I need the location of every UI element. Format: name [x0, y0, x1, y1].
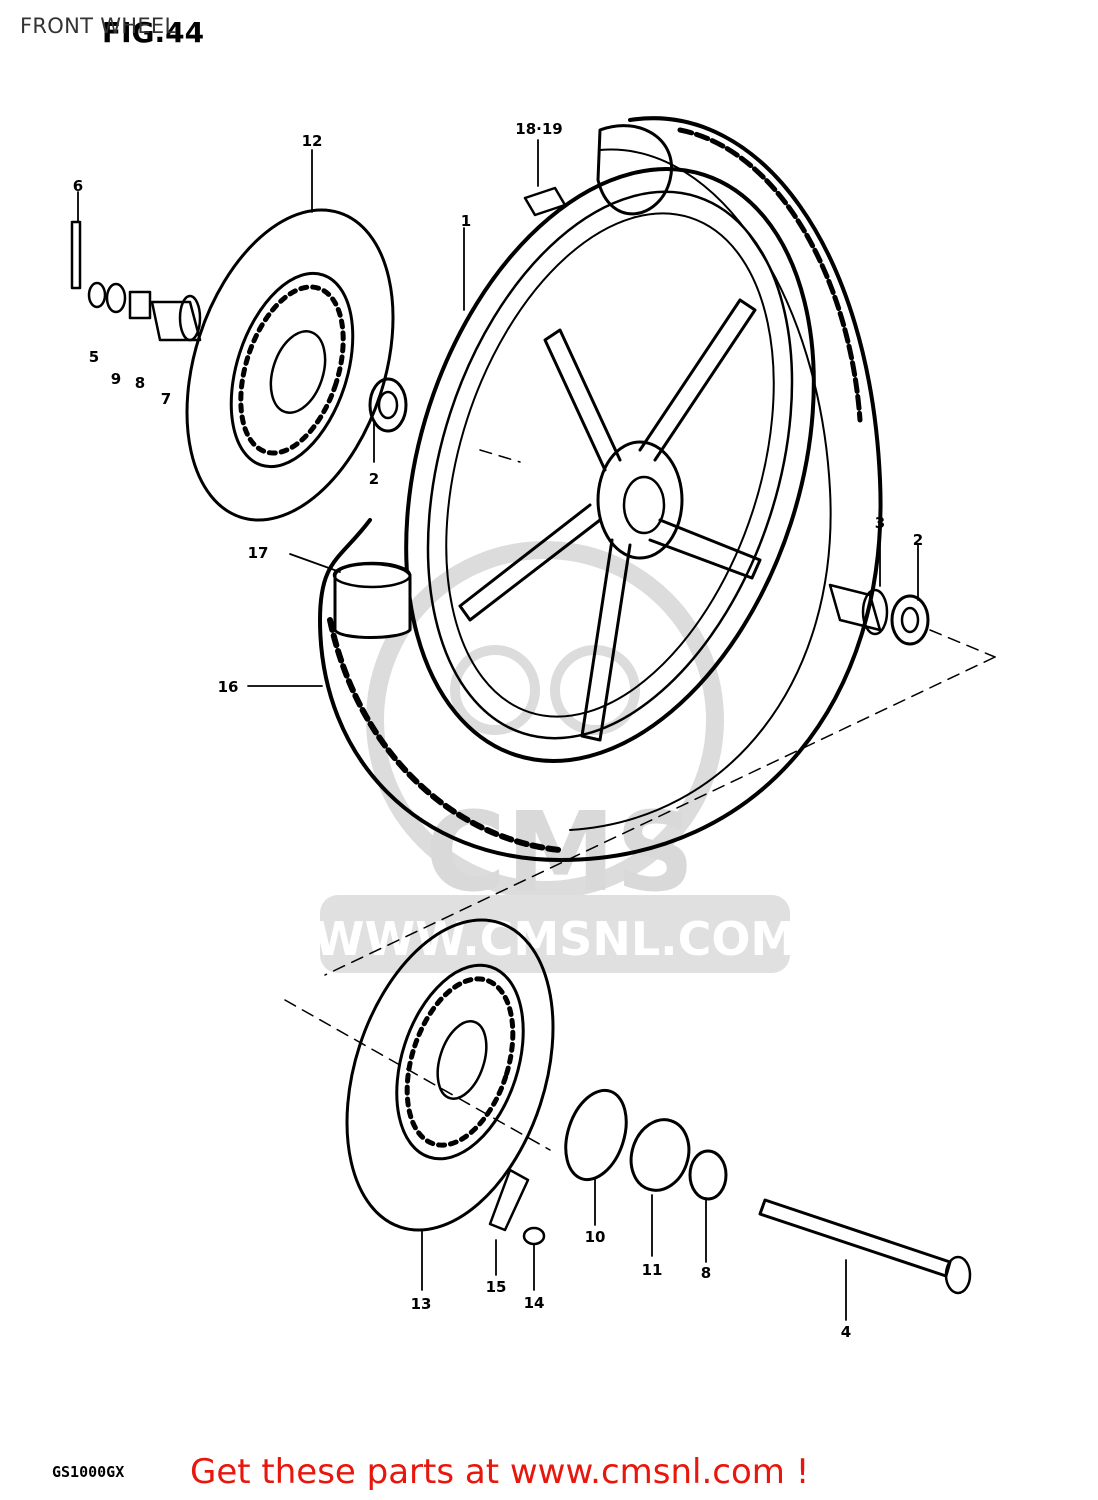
leader-lines [77, 139, 919, 1321]
part-label: 9 [111, 370, 121, 388]
upper-brake-disc [185, 208, 395, 522]
part-label: 14 [524, 1294, 545, 1312]
watermark-url: WWW.CMSNL.COM [314, 912, 797, 966]
part-label: 3 [875, 514, 885, 532]
part-label: 15 [486, 1278, 507, 1296]
part-label: 1 [461, 212, 471, 230]
assembly-lines [284, 449, 996, 1151]
model-code: GS1000GX [52, 1463, 125, 1481]
page-title: FRONT WHEEL [20, 14, 177, 38]
washer-5 [87, 281, 107, 309]
rim [404, 167, 816, 763]
part-label: 8 [701, 1264, 711, 1282]
part-label: 11 [642, 1261, 663, 1279]
valve-cap [332, 561, 412, 639]
wheel-spokes [458, 298, 762, 742]
part-labels: 1 2 2 3 4 5 6 7 8 8 9 10 11 12 13 14 15 … [73, 120, 923, 1341]
collar-8 [128, 290, 152, 320]
part-label: 10 [585, 1228, 606, 1246]
part-label: 2 [913, 531, 923, 549]
cover-10 [564, 1088, 628, 1182]
part-label: 12 [302, 132, 323, 150]
part-label: 7 [161, 390, 171, 408]
part-label: 18·19 [515, 120, 562, 138]
part-label: 5 [89, 348, 99, 366]
part-label: 17 [248, 544, 269, 562]
bearing-2-left [368, 377, 408, 433]
bearing-2-right [890, 594, 930, 646]
tire [318, 116, 883, 862]
washer-9 [105, 282, 127, 314]
spacer-7 [150, 294, 202, 342]
promo-link[interactable]: Get these parts at www.cmsnl.com ! [190, 1452, 810, 1492]
lock-plate-15 [488, 1168, 530, 1232]
bolt-14 [522, 1226, 546, 1246]
part-label: 13 [411, 1295, 432, 1313]
gear-box-11 [629, 1118, 691, 1192]
figure-number: FIG.44 [102, 16, 205, 49]
spacer-3 [828, 583, 889, 636]
part-label: 16 [218, 678, 239, 696]
lower-brake-disc [345, 918, 555, 1232]
part-label: 2 [369, 470, 379, 488]
balancer-18-19 [523, 186, 567, 217]
hub [596, 440, 684, 560]
axle-4 [758, 1198, 972, 1295]
part-label: 6 [73, 177, 83, 195]
collar-8-lower [688, 1149, 728, 1201]
part-label: 8 [135, 374, 145, 392]
part-label: 4 [841, 1323, 851, 1341]
bolt-6 [70, 220, 82, 290]
